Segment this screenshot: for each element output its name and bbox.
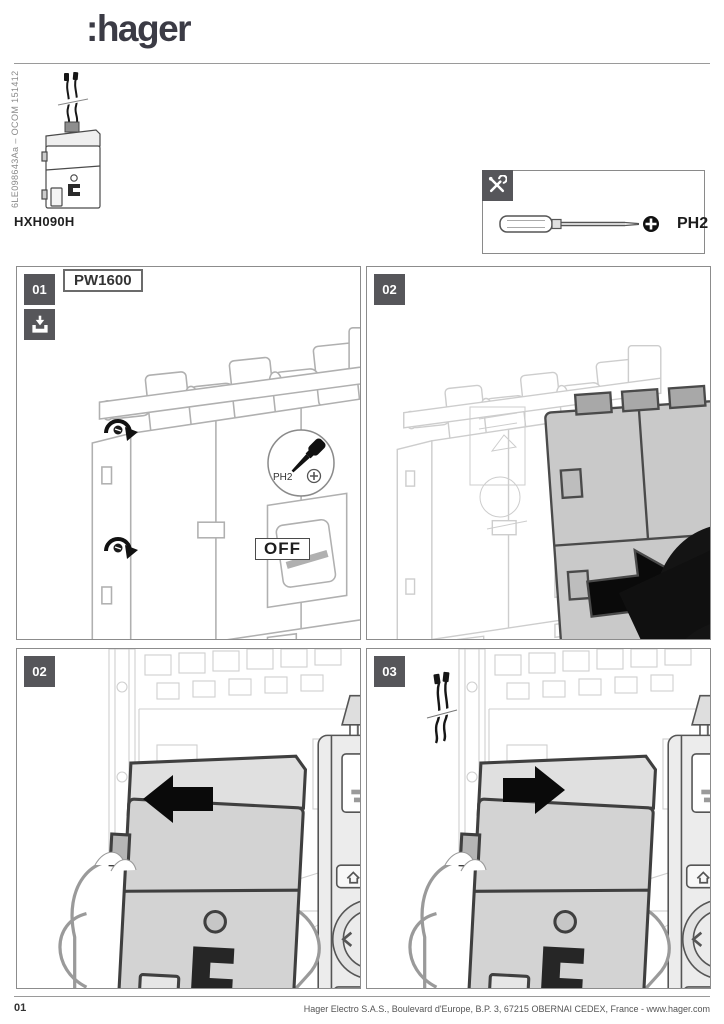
step-panel-03: 03 [366, 648, 711, 989]
document-reference: 6LE098643Aa – OCOM 151412 [10, 70, 20, 208]
step-number-badge: 01 [24, 274, 55, 305]
company-address: Hager Electro S.A.S., Boulevard d'Europe… [303, 1004, 710, 1014]
footer-divider [14, 996, 710, 997]
screw-with-rotate-arrow [104, 537, 138, 559]
off-position-label: OFF [255, 538, 310, 560]
phillips-head-icon [306, 468, 322, 484]
trip-unit [317, 694, 360, 988]
step3-figure [409, 649, 710, 988]
trip-unit [667, 694, 710, 988]
breaker-internals-faded [469, 406, 528, 530]
crossed-tools-icon [488, 175, 507, 193]
product-illustration-hxh090h [41, 72, 101, 209]
remove-direction-arrow [143, 775, 213, 823]
step2-figure [367, 267, 710, 639]
tool-size-label: PH2 [677, 215, 709, 232]
step2b-figure [59, 649, 360, 988]
step-panel-01: 01 PW1600 [16, 266, 361, 640]
step-number-badge: 03 [374, 656, 405, 687]
header-divider [14, 63, 710, 64]
install-direction-arrow [503, 766, 565, 814]
step-number-badge: 02 [374, 274, 405, 305]
ph2-callout-label: PH2 [273, 472, 293, 483]
insert-into-slot-icon [31, 315, 48, 333]
ph2-screwdriver-icon [499, 215, 659, 233]
screw-with-rotate-arrow [104, 419, 138, 441]
step1-figure: PH2 [17, 267, 360, 639]
step-number-badge: 02 [24, 656, 55, 687]
screwdriver-icon [291, 438, 326, 473]
product-code: HXH090H [14, 214, 75, 229]
device-type-label: PW1600 [63, 269, 143, 292]
finger-overlays [444, 851, 487, 872]
step-panel-02-cover: 02 [366, 266, 711, 640]
page-number: 01 [14, 1002, 27, 1014]
module-wires [426, 671, 458, 744]
install-module-icon [24, 309, 55, 340]
tools-badge [481, 169, 513, 201]
hager-logo: :hager [86, 8, 192, 49]
ph2-callout: PH2 [267, 429, 335, 497]
required-tools-panel: PH2 [481, 169, 709, 254]
wire-connector-tips [64, 72, 79, 81]
step-panel-02-module: 02 [16, 648, 361, 989]
finger-overlays [94, 851, 137, 872]
